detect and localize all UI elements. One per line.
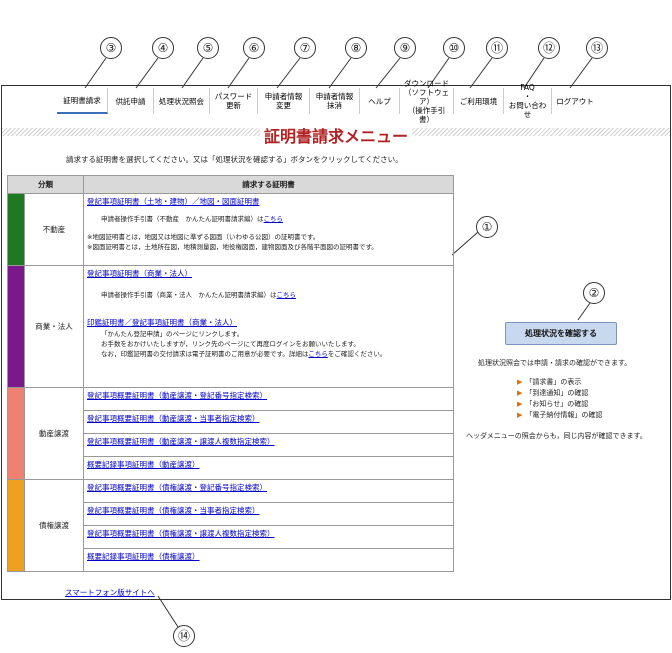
status-description: 処理状況照会では申請・請求の確認ができます。	[478, 359, 632, 367]
col-certificate-header: 請求する証明書	[83, 175, 454, 194]
category-label-dosan: 動産譲渡	[24, 387, 84, 480]
check-status-button[interactable]: 処理状況を確認する	[505, 322, 617, 345]
nav-logout[interactable]: ログアウト	[556, 96, 594, 106]
saiken-row: 概要記録事項証明書（債権譲渡）	[83, 548, 454, 572]
dosan-row: 概要記録事項証明書（動産譲渡）	[83, 456, 454, 480]
nav-faq-contact[interactable]: FAQ・お問い合わせ	[504, 83, 552, 119]
saiken-row: 登記事項概要証明書（債権譲渡・登記番号指定検索）	[83, 479, 454, 503]
callout-3: ③	[100, 37, 122, 59]
nav-deposit-application[interactable]: 供託申請	[108, 88, 154, 114]
page-frame	[1, 85, 671, 600]
nav-applicant-info-change[interactable]: 申請者情報変更	[258, 88, 310, 114]
triangle-bullet-icon: ▶	[517, 411, 523, 419]
triangle-bullet-icon: ▶	[517, 400, 523, 408]
col-category-header: 分類	[7, 175, 84, 194]
fudosan-cell: 登記事項証明書（土地・建物）／地図・図面証明書 申請者操作手引書（不動産 かんた…	[83, 193, 454, 266]
link-dosan-4[interactable]: 概要記録事項証明書（動産譲渡）	[87, 460, 200, 469]
link-shogyo-certificate[interactable]: 登記事項証明書（商業・法人）	[87, 269, 192, 278]
callout-5: ⑤	[197, 37, 219, 59]
link-dosan-2[interactable]: 登記事項概要証明書（動産譲渡・当事者指定検索）	[87, 414, 260, 423]
category-color-bar-shogyo	[7, 265, 25, 388]
category-label-saiken: 債権譲渡	[24, 479, 84, 572]
link-seal-certificate[interactable]: 印鑑証明書／登記事項証明書（商業・法人）	[87, 318, 237, 327]
callout-12: ⑫	[538, 37, 560, 59]
triangle-bullet-icon: ▶	[517, 378, 523, 386]
link-fudosan-guide[interactable]: こちら	[263, 215, 284, 223]
header-menu-note: ヘッダメニューの照会からも，同じ内容が確認できます。	[466, 432, 647, 440]
link-fudosan-certificate[interactable]: 登記事項証明書（土地・建物）／地図・図面証明書	[87, 197, 260, 206]
nav-password-update[interactable]: パスワード更新	[210, 88, 258, 114]
status-list-item: ▶「到達通知」の確認	[517, 389, 589, 397]
dosan-row: 登記事項概要証明書（動産譲渡・譲渡人複数指定検索）	[83, 433, 454, 457]
callout-8: ⑧	[345, 37, 367, 59]
dosan-row: 登記事項概要証明書（動産譲渡・登記番号指定検索）	[83, 387, 454, 411]
category-label-shogyo: 商業・法人	[24, 265, 84, 388]
callout-1: ①	[476, 216, 498, 238]
triangle-bullet-icon: ▶	[517, 389, 523, 397]
link-shogyo-guide[interactable]: こちら	[276, 291, 297, 299]
callout-2: ②	[583, 282, 605, 304]
nav-status-inquiry[interactable]: 処理状況照会	[154, 88, 210, 114]
saiken-row: 登記事項概要証明書（債権譲渡・譲渡人複数指定検索）	[83, 525, 454, 549]
callout-10: ⑩	[443, 37, 465, 59]
link-saiken-3[interactable]: 登記事項概要証明書（債権譲渡・譲渡人複数指定検索）	[87, 529, 275, 538]
certificate-table: 分類 請求する証明書 不動産 登記事項証明書（土地・建物）／地図・図面証明書 申…	[7, 175, 454, 572]
callout-14: ⑭	[173, 625, 195, 647]
shogyo-cell: 登記事項証明書（商業・法人） 申請者操作手引書（商業・法人 かんたん証明書請求編…	[83, 265, 454, 388]
callout-4: ④	[152, 37, 174, 59]
link-saiken-2[interactable]: 登記事項概要証明書（債権譲渡・当事者指定検索）	[87, 506, 260, 515]
category-color-bar-fudosan	[7, 193, 25, 266]
callout-6: ⑥	[243, 37, 265, 59]
smartphone-site-link[interactable]: スマートフォン版サイトへ	[65, 588, 155, 597]
category-label-fudosan: 不動産	[24, 193, 84, 266]
nav-certificate-request[interactable]: 証明書請求	[57, 88, 108, 114]
callout-13: ⑬	[586, 37, 608, 59]
category-color-bar-saiken	[7, 479, 25, 572]
nav-download[interactable]: ダウンロード（ソフトウェア）（操作手引書）	[400, 79, 454, 124]
callout-9: ⑨	[394, 37, 416, 59]
link-dosan-1[interactable]: 登記事項概要証明書（動産譲渡・登記番号指定検索）	[87, 391, 267, 400]
link-seal-details[interactable]: こちら	[308, 350, 328, 358]
header-menu: 証明書請求 供託申請 処理状況照会 パスワード更新 申請者情報変更 申請者情報抹…	[57, 79, 598, 124]
status-list-item: ▶「電子納付情報」の確認	[517, 411, 603, 419]
page-title: 証明書請求メニュー	[0, 123, 672, 147]
link-saiken-1[interactable]: 登記事項概要証明書（債権譲渡・登記番号指定検索）	[87, 483, 267, 492]
link-dosan-3[interactable]: 登記事項概要証明書（動産譲渡・譲渡人複数指定検索）	[87, 437, 275, 446]
callout-7: ⑦	[294, 37, 316, 59]
status-list-item: ▶「お知らせ」の確認	[517, 400, 589, 408]
link-saiken-4[interactable]: 概要記録事項証明書（債権譲渡）	[87, 552, 200, 561]
nav-usage-environment[interactable]: ご利用環境	[454, 88, 504, 114]
callout-11: ⑪	[486, 37, 508, 59]
saiken-row: 登記事項概要証明書（債権譲渡・当事者指定検索）	[83, 502, 454, 526]
category-color-bar-dosan	[7, 387, 25, 480]
nav-applicant-info-delete[interactable]: 申請者情報抹消	[310, 88, 360, 114]
intro-text: 請求する証明書を選択してください。又は「処理状況を確認する」ボタンをクリックして…	[66, 155, 403, 164]
dosan-row: 登記事項概要証明書（動産譲渡・当事者指定検索）	[83, 410, 454, 434]
status-list-item: ▶「請求書」の表示	[517, 378, 582, 386]
nav-help[interactable]: ヘルプ	[360, 88, 400, 114]
